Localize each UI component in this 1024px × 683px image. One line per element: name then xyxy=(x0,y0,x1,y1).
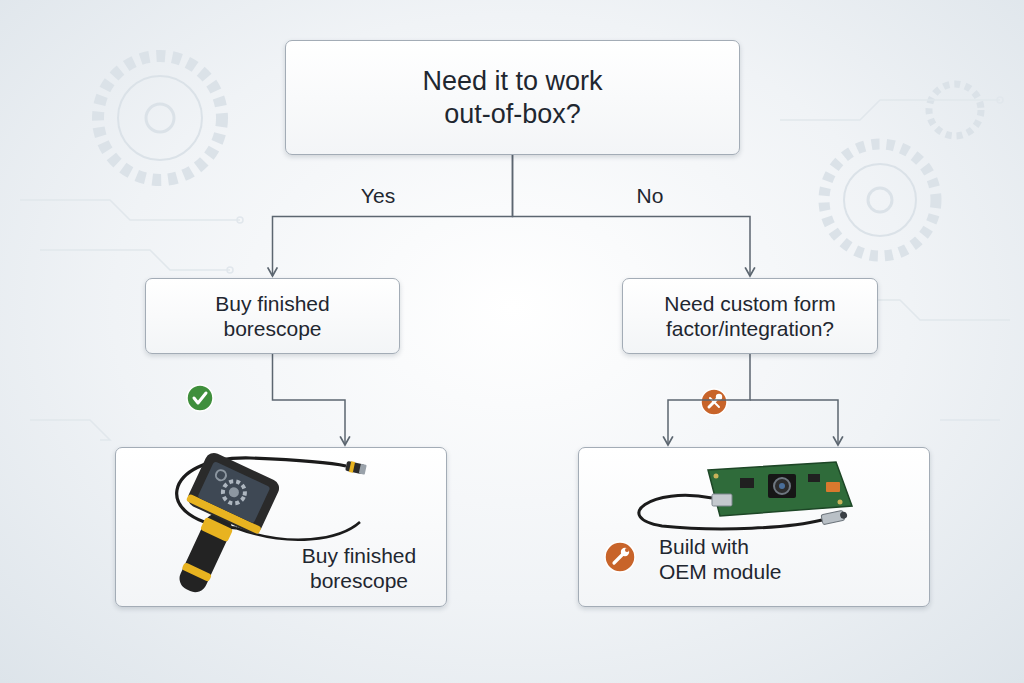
background-circuit-part xyxy=(997,97,1003,103)
background-gear-part xyxy=(98,56,222,180)
wrench-icon-part xyxy=(716,394,722,400)
result-panel: Buy finished borescope xyxy=(115,447,447,607)
edge-label: Yes xyxy=(361,184,395,208)
background-gear xyxy=(98,56,981,256)
decision-box: Buy finished borescope xyxy=(145,278,400,354)
flow-connector xyxy=(273,155,513,276)
flow-connector xyxy=(273,354,346,445)
background-gear-part xyxy=(146,104,174,132)
background-circuit-part xyxy=(227,267,233,273)
background-gear-part xyxy=(844,164,916,236)
flow-connector xyxy=(513,155,751,276)
background-circuit-part xyxy=(30,420,110,440)
background-gear-part xyxy=(929,84,981,136)
background-circuit-part xyxy=(237,217,243,223)
edge-label-holder: No xyxy=(637,184,664,208)
background-circuit-part xyxy=(940,419,1000,421)
node-text: Buy finished borescope xyxy=(284,543,434,593)
check-icon xyxy=(187,385,213,411)
wrench-icon-part xyxy=(701,389,727,415)
edge-label: No xyxy=(637,184,664,208)
check-icon-part xyxy=(187,385,213,411)
branch-line xyxy=(750,400,838,445)
node-text: Buy finished borescope xyxy=(198,291,348,341)
result-panel: Build with OEM module xyxy=(578,447,930,607)
background-circuit-part xyxy=(40,250,230,270)
decision-box: Need custom form factor/integration? xyxy=(622,278,878,354)
background-gear-part xyxy=(118,76,202,160)
decision-box: Need it to work out-of-box? xyxy=(285,40,740,155)
flow-connector xyxy=(668,354,750,445)
node-text: Need custom form factor/integration? xyxy=(650,291,850,341)
background-circuit-part xyxy=(780,100,1000,120)
check-icon-part xyxy=(194,393,206,403)
wrench-icon xyxy=(701,389,727,415)
background-circuit-part xyxy=(20,200,240,220)
node-text: Build with OEM module xyxy=(659,534,794,584)
background-gear-part xyxy=(824,144,936,256)
background-gear-part xyxy=(868,188,892,212)
edge-label-holder: Yes xyxy=(361,184,395,208)
node-text: Need it to work out-of-box? xyxy=(408,65,618,130)
